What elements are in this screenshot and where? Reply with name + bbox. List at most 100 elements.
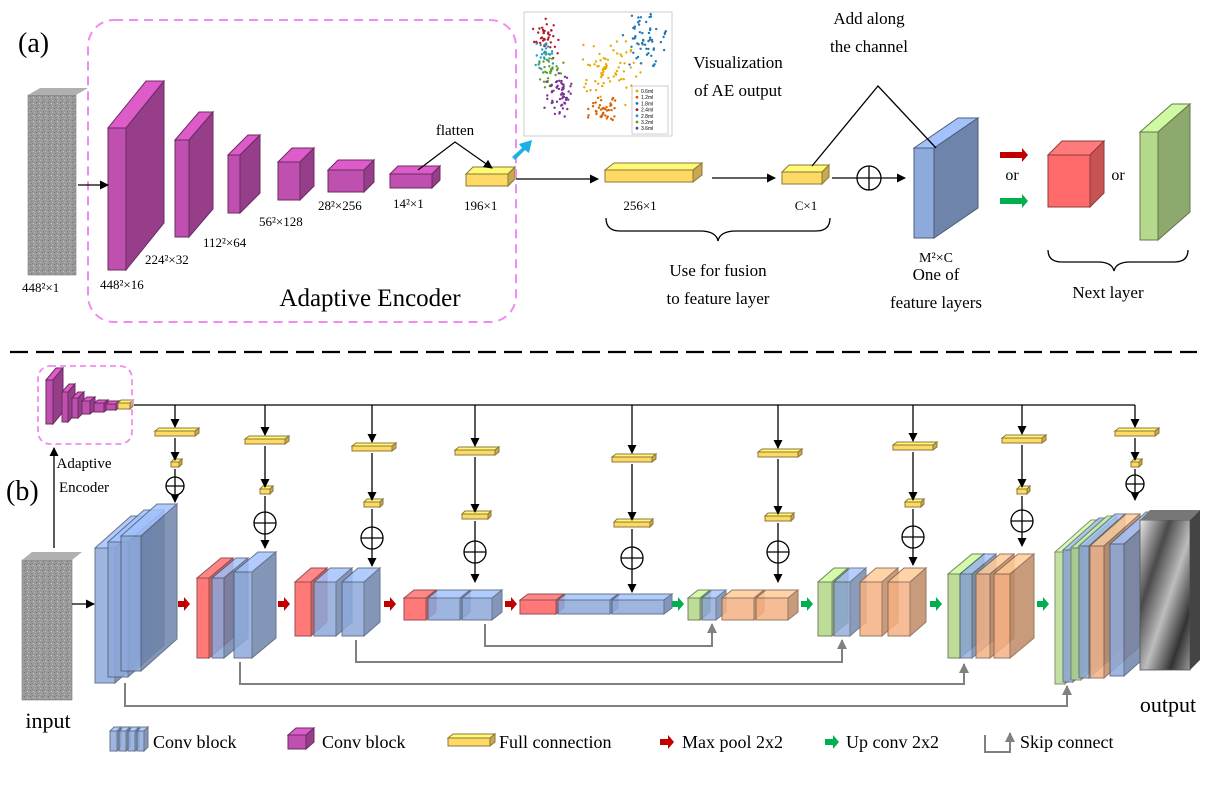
scatter-point <box>554 73 557 77</box>
fusion-fc-7 <box>891 441 939 451</box>
mini-encoder-frame <box>37 365 133 445</box>
scatter-point <box>642 39 645 42</box>
scatter-legend-marker <box>635 95 639 99</box>
input-image-b-top <box>22 552 82 560</box>
enc2-block-2 <box>232 550 278 660</box>
dec2-up-front <box>817 581 833 637</box>
scatter-point <box>551 66 554 69</box>
scatter-point <box>566 107 569 111</box>
scatter-point <box>565 96 569 100</box>
scatter-point <box>600 72 603 75</box>
scatter-point <box>551 99 554 103</box>
enc-box-1-front <box>107 127 127 271</box>
fusion-label-2: to feature layer <box>667 289 770 308</box>
fc-256 <box>603 161 704 184</box>
enc4-pool-front <box>403 597 427 621</box>
scatter-point <box>544 47 548 50</box>
feature-layer-front <box>913 147 935 239</box>
scatter-point <box>649 15 653 18</box>
mini-enc-box-3-front <box>71 397 79 419</box>
next-layer-brace <box>1047 249 1189 272</box>
layer-boxes <box>21 11 1200 753</box>
scatter-point <box>531 27 535 31</box>
scatter-point <box>544 51 548 54</box>
enc3-block-2 <box>340 566 382 638</box>
scatter-point <box>647 52 650 55</box>
enc4-block-2-front <box>461 597 493 621</box>
scatter-point <box>557 72 560 75</box>
oplus-b-7 <box>901 525 925 549</box>
legend-pool-arrow <box>660 735 674 749</box>
dec1-skip-front <box>701 597 717 621</box>
scatter-point <box>538 78 542 81</box>
scatter-legend-marker <box>635 120 639 124</box>
fusion-small-fc-6-front <box>764 515 792 522</box>
scatter-point <box>636 21 640 24</box>
scatter-point <box>545 23 548 26</box>
scatter-point <box>597 64 600 68</box>
scatter-point <box>610 108 613 112</box>
scatter-point <box>548 33 551 37</box>
scatter-point <box>606 58 610 61</box>
bottleneck-block-1 <box>556 593 620 615</box>
legend-up-arrow <box>825 735 839 749</box>
bottleneck-block-2 <box>610 593 674 615</box>
scatter-point <box>645 47 648 50</box>
scatter-point <box>539 41 542 45</box>
legend-unet-block-4 <box>135 725 150 753</box>
scatter-point <box>598 104 602 107</box>
enc3-block-1-front <box>313 581 337 637</box>
fc-C <box>780 163 831 186</box>
enc-box-5-front <box>327 169 365 193</box>
legend-unet-block-2-front <box>118 730 127 752</box>
scatter-point <box>567 90 570 93</box>
enc2-pool-front <box>196 577 210 659</box>
fusion-fc-5-front <box>611 456 653 463</box>
fusion-label-1: Use for fusion <box>669 261 767 280</box>
legend-skip-icon <box>984 732 1015 753</box>
scatter-point <box>594 109 598 113</box>
scatter-point <box>546 45 550 48</box>
legend-unet-block-4-side <box>143 725 149 753</box>
fusion-small-fc-1-front <box>170 461 180 468</box>
oplus-b-9 <box>1125 474 1145 494</box>
next-layer-green-front <box>1139 131 1159 241</box>
scatter-point <box>625 86 628 89</box>
enc3-block-2-front <box>341 581 365 637</box>
fusion-small-fc-2-front <box>259 488 271 495</box>
scatter-point <box>617 66 620 69</box>
next-layer-green <box>1138 102 1192 242</box>
scatter-legend-text: 1.2ml <box>641 95 653 101</box>
scatter-point <box>610 117 613 121</box>
panel-b-label: (b) <box>6 476 39 507</box>
fusion-small-fc-9-front <box>1130 461 1140 468</box>
scatter-point <box>569 85 572 88</box>
input-image-a <box>27 94 77 276</box>
scatter-point <box>604 62 608 66</box>
scatter-point <box>556 67 559 70</box>
scatter-legend-marker <box>635 126 639 130</box>
scatter-point <box>654 60 657 63</box>
scatter-point <box>603 66 606 69</box>
scatter-point <box>619 53 622 56</box>
fusion-small-fc-5-front <box>613 521 651 528</box>
scatter-point <box>539 43 542 47</box>
scatter-point <box>597 106 601 109</box>
dim-224x32: 224²×32 <box>145 252 189 267</box>
up-2 <box>801 597 813 611</box>
scatter-point <box>560 79 563 83</box>
legend-skip-label: Skip connect <box>1020 732 1113 752</box>
scatter-point <box>582 43 585 47</box>
enc4-block-2 <box>460 588 504 622</box>
scatter-point <box>608 80 612 83</box>
scatter-point <box>583 86 586 89</box>
scatter-point <box>542 37 546 41</box>
mini-encoder-label-2: Encoder <box>59 480 109 496</box>
legend-ae-conv-label: Conv block <box>322 732 406 752</box>
scatter-point <box>558 97 562 101</box>
scatter-point <box>549 70 552 73</box>
scatter-point <box>561 91 564 95</box>
dec3-block-1-front <box>975 573 991 659</box>
scatter-point <box>594 88 598 92</box>
